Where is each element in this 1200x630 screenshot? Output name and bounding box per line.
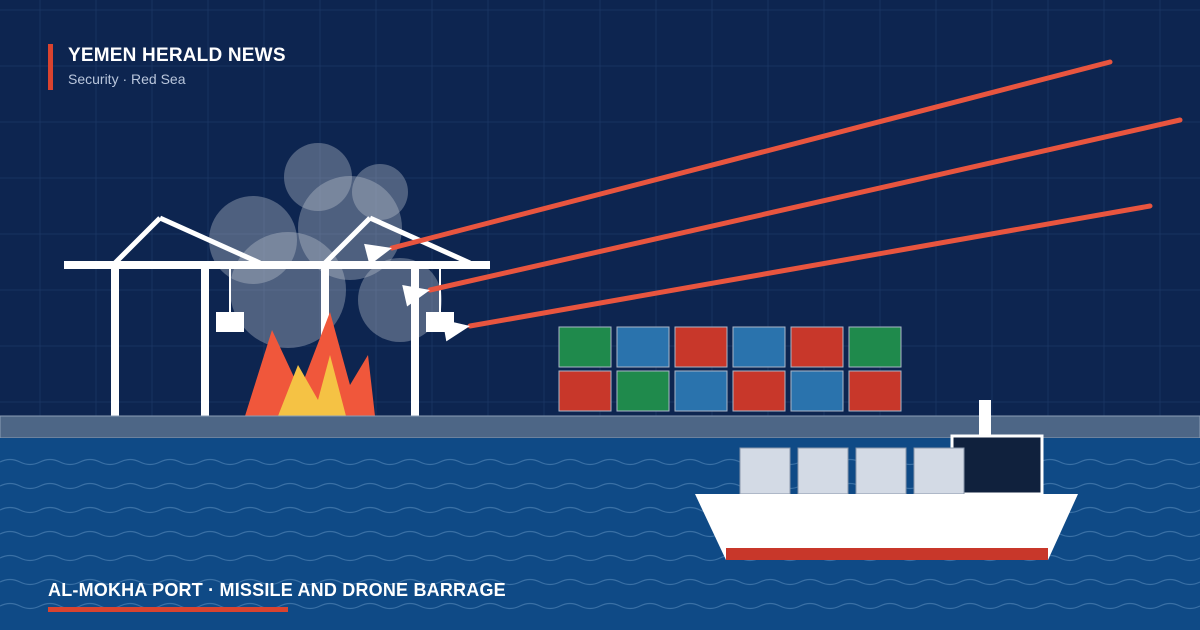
smoke-puff bbox=[352, 164, 408, 220]
shipping-container bbox=[732, 370, 786, 412]
shipping-container bbox=[558, 370, 612, 412]
crane-a-frame bbox=[323, 216, 372, 265]
crane-leg bbox=[201, 269, 209, 416]
wave-line bbox=[0, 602, 1200, 610]
ship-deck-containers bbox=[739, 447, 965, 495]
ship-container bbox=[855, 447, 907, 495]
shipping-container bbox=[674, 326, 728, 368]
shipping-container bbox=[848, 326, 902, 368]
flame-inner bbox=[278, 355, 346, 416]
missile-trail bbox=[427, 117, 1183, 293]
smoke-puff bbox=[284, 143, 352, 211]
missile-head bbox=[442, 319, 470, 342]
outlet-name: YEMEN HERALD NEWS bbox=[68, 45, 286, 66]
shipping-container bbox=[616, 370, 670, 412]
ship-container bbox=[739, 447, 791, 495]
fire bbox=[245, 312, 375, 416]
crane-spreader bbox=[216, 312, 244, 332]
crane-a-frame bbox=[113, 216, 162, 265]
headline-accent-bar bbox=[48, 607, 288, 612]
incoming-missiles bbox=[364, 59, 1183, 342]
shipping-container bbox=[848, 370, 902, 412]
missile-trail bbox=[389, 59, 1113, 251]
crane-boom bbox=[64, 261, 490, 269]
shipping-container bbox=[732, 326, 786, 368]
shipping-container bbox=[790, 370, 844, 412]
missile-head bbox=[402, 285, 430, 307]
container-stack bbox=[558, 326, 902, 412]
missile-trail bbox=[467, 203, 1153, 329]
cargo-ship bbox=[695, 400, 1078, 560]
ship-hull bbox=[695, 494, 1078, 560]
wave-line bbox=[0, 578, 1200, 586]
outlet-section: Security · Red Sea bbox=[68, 71, 186, 87]
ship-hull-stripe bbox=[726, 548, 1048, 560]
shipping-container bbox=[674, 370, 728, 412]
ship-mast bbox=[979, 400, 991, 436]
smoke-puff bbox=[358, 258, 442, 342]
missile-head bbox=[364, 243, 392, 266]
crane-leg bbox=[111, 269, 119, 416]
ship-container bbox=[797, 447, 849, 495]
shipping-container bbox=[790, 326, 844, 368]
headline: AL-MOKHA PORT · MISSILE AND DRONE BARRAG… bbox=[48, 580, 506, 600]
brand-block: YEMEN HERALD NEWS Security · Red Sea bbox=[48, 44, 286, 90]
crane-leg bbox=[411, 269, 419, 416]
shipping-container bbox=[558, 326, 612, 368]
crane-a-frame bbox=[158, 215, 262, 266]
flame-outer bbox=[245, 312, 375, 416]
ship-container bbox=[913, 447, 965, 495]
shipping-container bbox=[616, 326, 670, 368]
ship-bridge bbox=[950, 434, 1044, 496]
